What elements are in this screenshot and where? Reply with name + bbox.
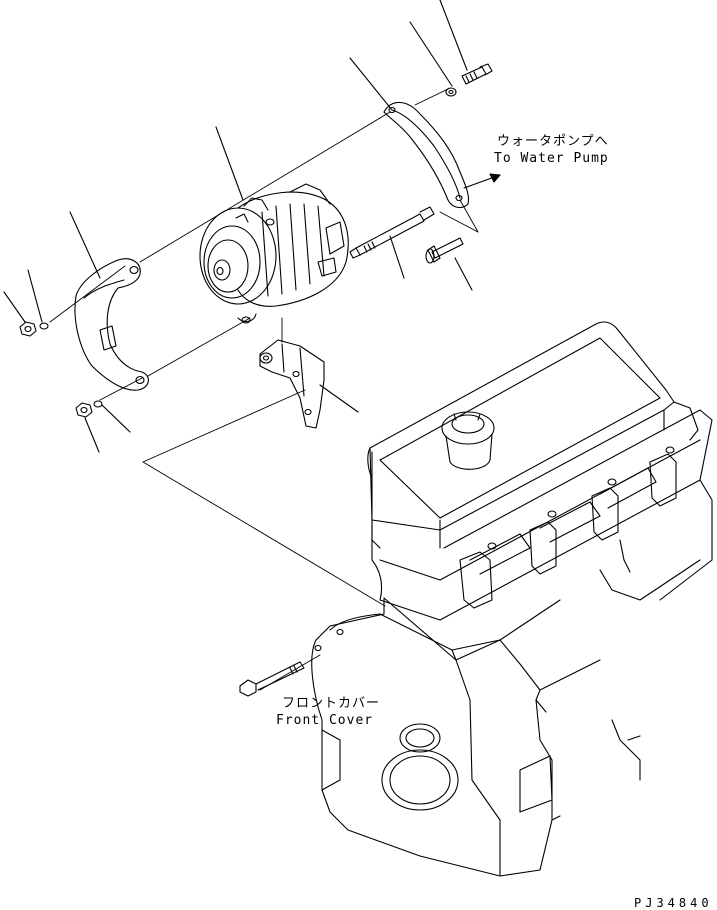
engine-front-cover (311, 597, 561, 877)
engine-side-block (499, 559, 701, 781)
support-bracket (259, 339, 325, 429)
assembly-lines (49, 87, 479, 691)
water-pump-label-jp: ウォータポンプへ (497, 134, 609, 149)
leader-lines (3, 0, 473, 453)
water-pump-label-en: To Water Pump (494, 151, 609, 166)
washer-left-lower (93, 400, 103, 408)
top-bolt (461, 63, 493, 85)
washer-top (445, 87, 457, 97)
adjusting-bracket (383, 101, 470, 209)
front-cover-bolt (239, 661, 305, 697)
drawing-code: PJ34840 (634, 896, 713, 910)
engine-head-cover (367, 321, 699, 549)
front-cover-label-jp: フロントカバー (282, 696, 381, 711)
nut-left-upper (19, 321, 37, 337)
washer-left-upper (39, 322, 49, 330)
nut-left-lower (75, 402, 93, 418)
front-cover-label-en: Front Cover (276, 713, 374, 728)
alternator (199, 183, 349, 324)
adjust-bolt (425, 237, 464, 264)
engine-cylinder-head (371, 409, 713, 621)
oil-filler-cap (441, 411, 495, 470)
water-pump-arrow (463, 173, 501, 189)
lower-bracket (74, 258, 149, 391)
long-bolt (349, 206, 435, 259)
